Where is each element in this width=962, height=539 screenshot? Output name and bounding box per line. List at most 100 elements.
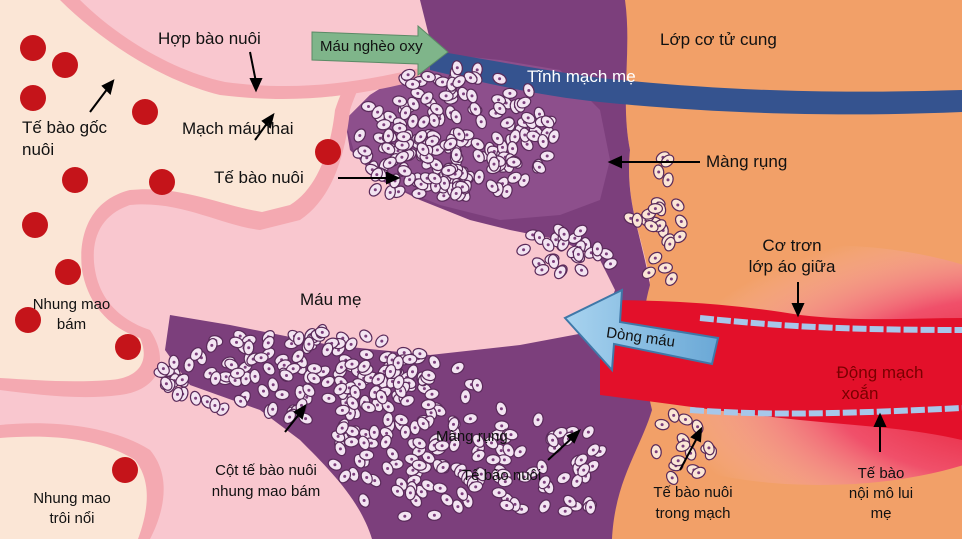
- label-trophoblast-bottom: Tế bào nuôi: [462, 467, 542, 484]
- cell-nucleus: [362, 364, 366, 368]
- cell-nucleus: [398, 99, 402, 103]
- cell-nucleus: [453, 432, 457, 436]
- cell-nucleus: [411, 468, 415, 472]
- cell-nucleus: [562, 232, 566, 236]
- cell-nucleus: [398, 126, 402, 130]
- fetal-red-cells: [15, 35, 341, 483]
- label-smooth-muscle-2: lớp áo giữa: [748, 257, 836, 276]
- cell-nucleus: [305, 395, 309, 399]
- cell-nucleus: [320, 330, 324, 334]
- cell-nucleus: [505, 504, 509, 507]
- cell-nucleus: [412, 478, 416, 482]
- cell-nucleus: [411, 119, 415, 123]
- label-endovascular-troph-2: trong mạch: [655, 505, 731, 522]
- cell-nucleus: [531, 233, 535, 237]
- cell-nucleus: [595, 247, 599, 251]
- cell-nucleus: [509, 433, 513, 437]
- cell-nucleus: [408, 357, 412, 361]
- cell-nucleus: [527, 89, 531, 92]
- cell-nucleus: [307, 388, 311, 392]
- cell-nucleus: [441, 80, 444, 84]
- cell-nucleus: [546, 120, 550, 124]
- cell-nucleus: [262, 389, 265, 393]
- cell-nucleus: [280, 393, 284, 397]
- cell-nucleus: [388, 370, 392, 373]
- cell-nucleus: [369, 441, 373, 445]
- cell-nucleus: [501, 145, 504, 149]
- cell-nucleus: [413, 426, 417, 430]
- label-floating-villus-1: Nhung mao: [33, 490, 111, 507]
- cell-nucleus: [298, 390, 302, 394]
- cell-nucleus: [362, 441, 366, 445]
- cell-nucleus: [426, 403, 430, 407]
- cell-nucleus: [537, 165, 541, 169]
- cell-nucleus: [678, 235, 682, 239]
- label-smooth-muscle-1: Cơ trơn: [762, 236, 822, 255]
- cell-nucleus: [479, 120, 483, 124]
- cell-nucleus: [532, 134, 536, 138]
- label-endothelial-2: nội mô lui: [848, 485, 914, 502]
- cell-nucleus: [418, 352, 422, 356]
- cell-nucleus: [537, 262, 541, 266]
- cell-nucleus: [380, 339, 384, 343]
- cell-nucleus: [372, 430, 376, 434]
- cell-nucleus: [660, 423, 664, 427]
- cell-nucleus: [349, 342, 353, 346]
- cell-nucleus: [589, 505, 593, 509]
- cell-nucleus: [421, 422, 425, 426]
- cell-nucleus: [546, 243, 550, 247]
- cell-nucleus: [498, 107, 502, 110]
- cell-nucleus: [338, 447, 342, 451]
- cell-nucleus: [382, 123, 386, 127]
- cell-nucleus: [502, 458, 506, 462]
- cell-nucleus: [433, 176, 437, 180]
- cell-nucleus: [417, 463, 421, 467]
- cell-nucleus: [385, 431, 389, 435]
- cell-nucleus: [654, 450, 658, 454]
- cell-nucleus: [476, 439, 480, 443]
- label-decidua-bottom: Màng rụng: [436, 428, 508, 445]
- cell-nucleus: [326, 380, 330, 384]
- cell-nucleus: [300, 403, 303, 407]
- cell-nucleus: [434, 163, 438, 167]
- cell-nucleus: [568, 499, 572, 503]
- label-maternal-vein: Tĩnh mạch mẹ: [527, 67, 636, 86]
- cell-nucleus: [400, 155, 404, 159]
- label-spiral-artery-1: Động mạch: [836, 363, 924, 382]
- cell-nucleus: [364, 334, 368, 338]
- cell-nucleus: [365, 156, 369, 160]
- label-low-oxygen-blood: Máu nghèo oxy: [320, 38, 423, 55]
- cell-nucleus: [205, 400, 209, 404]
- cell-nucleus: [438, 486, 442, 490]
- cell-nucleus: [696, 425, 700, 429]
- cell-nucleus: [518, 450, 522, 454]
- blood-flow-arrow: [563, 288, 720, 373]
- label-spiral-artery-2: xoắn: [841, 384, 879, 403]
- cell-nucleus: [422, 387, 426, 391]
- cell-nucleus: [403, 514, 407, 518]
- cell-nucleus: [230, 363, 233, 367]
- cell-nucleus: [520, 507, 524, 511]
- cell-nucleus: [388, 161, 392, 165]
- cell-nucleus: [164, 382, 168, 386]
- cell-nucleus: [538, 112, 541, 116]
- cell-nucleus: [259, 356, 263, 360]
- cell-nucleus: [351, 401, 355, 405]
- cell-nucleus: [402, 351, 406, 355]
- cell-nucleus: [558, 270, 562, 274]
- cell-nucleus: [649, 224, 653, 228]
- cell-nucleus: [576, 252, 580, 256]
- cell-nucleus: [350, 429, 354, 433]
- cell-nucleus: [455, 66, 459, 70]
- cell-nucleus: [348, 411, 352, 415]
- cell-nucleus: [469, 76, 473, 80]
- cell-nucleus: [462, 92, 465, 96]
- cell-nucleus: [522, 475, 526, 479]
- cell-nucleus: [523, 133, 527, 137]
- cell-nucleus: [476, 142, 480, 146]
- label-endovascular-troph-1: Tế bào nuôi: [653, 484, 733, 501]
- cell-nucleus: [266, 341, 270, 345]
- cell-nucleus: [522, 179, 526, 182]
- maternal-vein: [430, 50, 962, 115]
- cell-nucleus: [376, 110, 380, 114]
